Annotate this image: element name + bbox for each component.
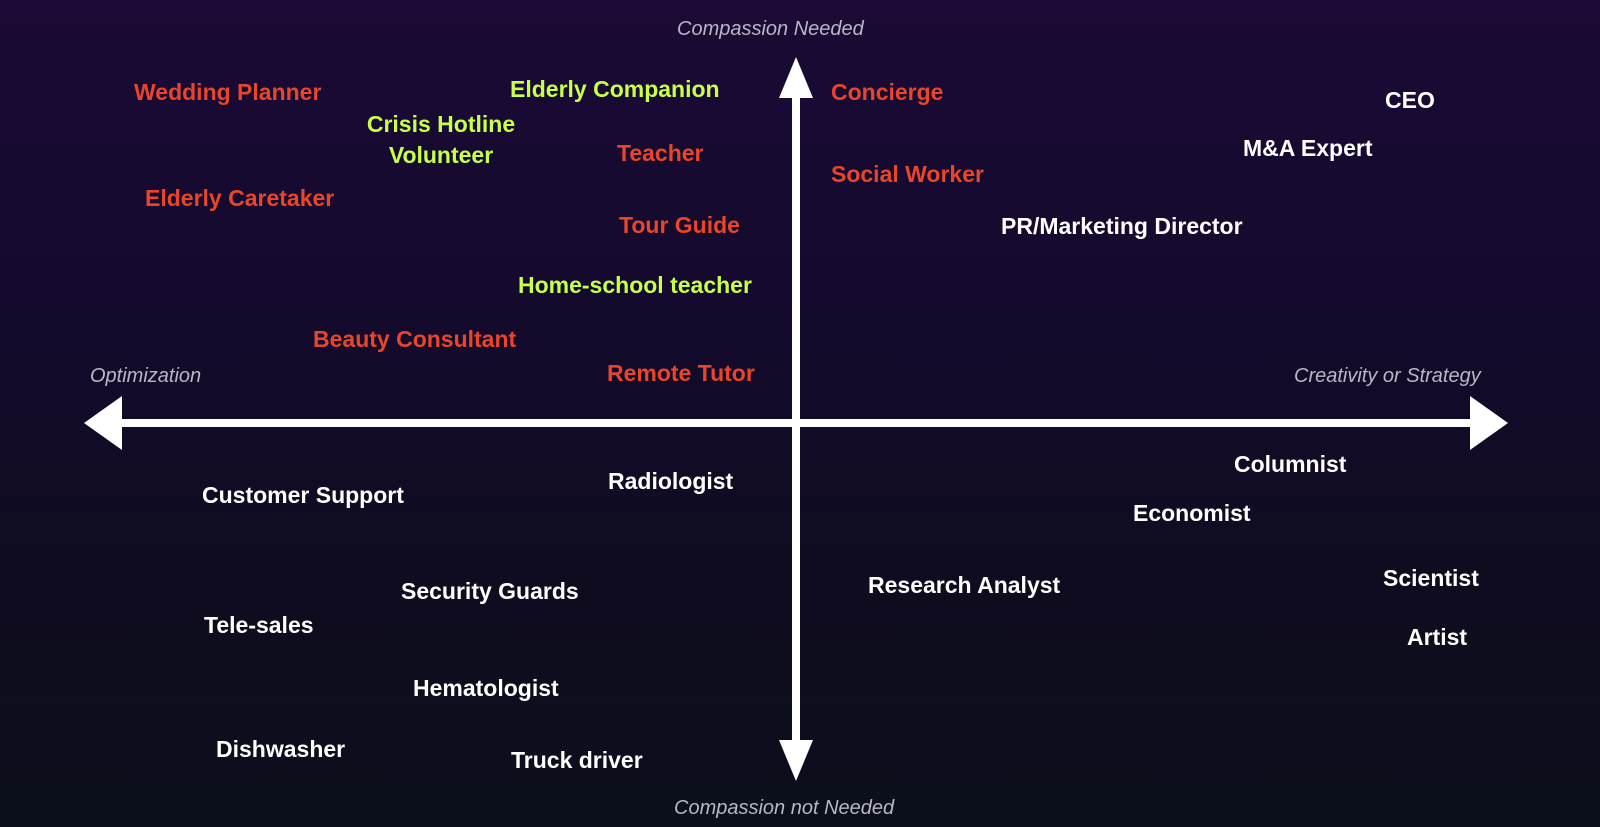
job-crisis-hotline-line2: Volunteer [388, 142, 494, 168]
axis-label-bottom: Compassion not Needed [674, 797, 895, 819]
job-home-school-teacher: Home-school teacher [518, 272, 752, 298]
axis-label-right: Creativity or Strategy [1294, 365, 1481, 387]
vertical-axis-line [792, 88, 800, 758]
axis-label-top: Compassion Needed [677, 18, 864, 40]
job-security-guards: Security Guards [401, 578, 579, 604]
job-truck-driver: Truck driver [511, 747, 643, 773]
job-tour-guide: Tour Guide [619, 212, 740, 238]
job-crisis-hotline-volunteer: Crisis Hotline Volunteer [356, 109, 526, 171]
job-ceo: CEO [1385, 87, 1435, 113]
job-elderly-companion: Elderly Companion [510, 76, 720, 102]
job-customer-support: Customer Support [202, 482, 404, 508]
job-crisis-hotline-line1: Crisis Hotline [366, 111, 516, 137]
job-artist: Artist [1407, 624, 1468, 650]
job-tele-sales: Tele-sales [204, 612, 314, 638]
job-elderly-caretaker: Elderly Caretaker [145, 185, 335, 211]
job-economist: Economist [1133, 500, 1251, 526]
job-radiologist: Radiologist [608, 468, 734, 494]
job-teacher: Teacher [617, 140, 704, 166]
job-concierge: Concierge [831, 79, 944, 105]
job-remote-tutor: Remote Tutor [607, 360, 755, 386]
job-beauty-consultant: Beauty Consultant [313, 326, 517, 352]
job-columnist: Columnist [1234, 451, 1347, 477]
job-dishwasher: Dishwasher [216, 736, 346, 762]
job-ma-expert: M&A Expert [1243, 135, 1373, 161]
left-arrowhead [84, 396, 122, 450]
job-wedding-planner: Wedding Planner [134, 79, 322, 105]
axis-label-left: Optimization [90, 365, 202, 387]
down-arrowhead [779, 740, 813, 781]
job-scientist: Scientist [1383, 565, 1479, 591]
job-pr-marketing-director: PR/Marketing Director [1001, 213, 1243, 239]
up-arrowhead [779, 57, 813, 98]
right-arrowhead [1470, 396, 1508, 450]
job-hematologist: Hematologist [413, 675, 559, 701]
job-research-analyst: Research Analyst [868, 572, 1061, 598]
job-social-worker: Social Worker [831, 161, 984, 187]
